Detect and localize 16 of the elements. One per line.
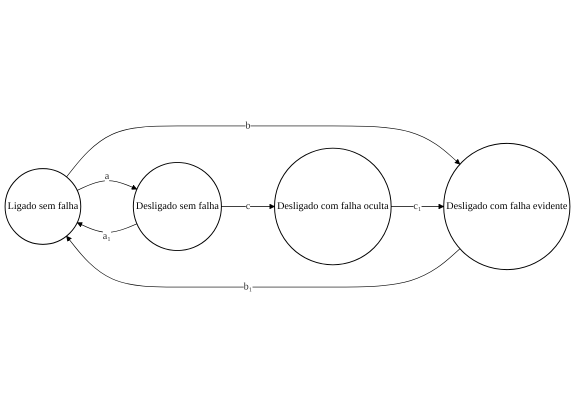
arrow: [66, 236, 460, 288]
edge-label: a₁: [102, 230, 111, 242]
arrow: [76, 222, 138, 233]
edge-label: c: [246, 200, 250, 212]
node-circle: Ligado sem falha: [4, 168, 82, 245]
arrow: [390, 204, 444, 210]
arrow: [76, 180, 138, 191]
node-circle: Desligado com falha oculta: [274, 148, 392, 266]
node-circle: Desligado com falha evidente: [443, 142, 570, 270]
arrow: [221, 204, 275, 210]
edge-label: a: [104, 170, 110, 182]
edge-label: b: [245, 120, 251, 132]
node-circle: Desligado sem falha: [132, 162, 222, 252]
edge-label: b₁: [244, 281, 252, 292]
edge-label: c₁: [413, 200, 422, 212]
arrow: [66, 126, 460, 178]
